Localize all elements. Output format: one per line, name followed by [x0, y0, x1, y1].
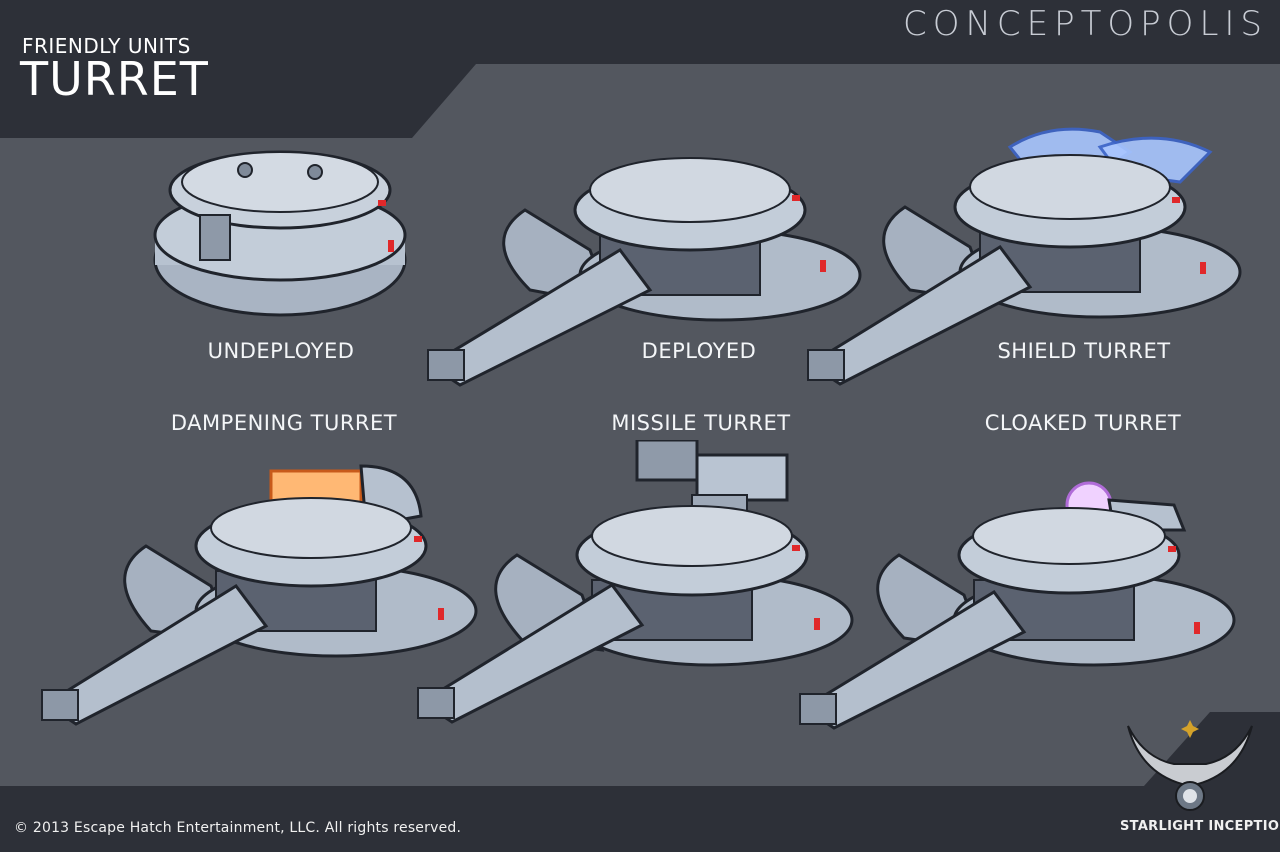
- turret-cloaked-body: [799, 481, 1236, 730]
- turret-deployed-image: [427, 157, 862, 387]
- turret-dampening-image: [41, 464, 478, 726]
- copyright-notice: © 2013 Escape Hatch Entertainment, LLC. …: [14, 820, 462, 836]
- brand-logo-text: CONCEPTOPOLIS: [902, 4, 1268, 44]
- turret-missile-image: [417, 440, 854, 724]
- turret-shield-image: [807, 127, 1242, 386]
- label-cloaked-turret: CLOAKED TURRET: [984, 411, 1182, 435]
- section-subtitle: FRIENDLY UNITS: [22, 34, 191, 58]
- label-deployed: DEPLOYED: [641, 339, 757, 363]
- label-shield-turret: SHIELD TURRET: [997, 339, 1171, 363]
- starlight-inception-wordmark: STARLIGHT INCEPTION™: [1120, 819, 1280, 834]
- page-title: TURRET: [20, 52, 209, 106]
- starlight-inception-logo-icon: [1127, 720, 1253, 811]
- turret-shield-body: [807, 127, 1242, 386]
- label-missile-turret: MISSILE TURRET: [611, 411, 791, 435]
- turret-cloaked-image: [799, 481, 1236, 730]
- turret-dampening-body: [41, 464, 478, 726]
- turret-missile-body: [417, 440, 854, 724]
- turret-undeployed-image: [153, 150, 407, 317]
- turret-deployed-body: [427, 157, 862, 387]
- label-dampening-turret: DAMPENING TURRET: [170, 411, 398, 435]
- turret-undeployed-body: [153, 150, 407, 317]
- label-undeployed: UNDEPLOYED: [207, 339, 355, 363]
